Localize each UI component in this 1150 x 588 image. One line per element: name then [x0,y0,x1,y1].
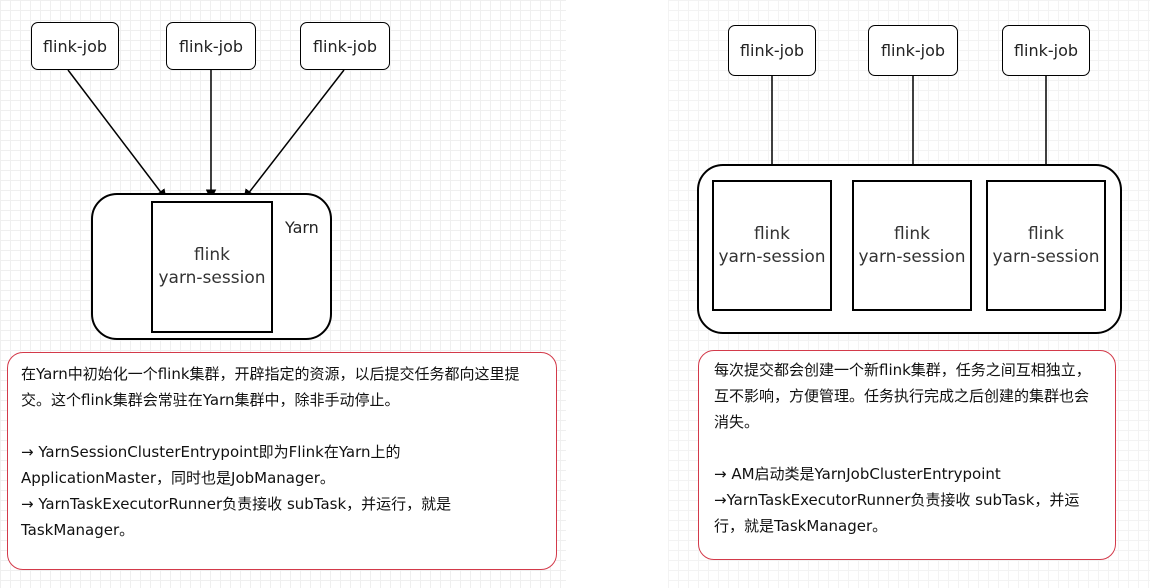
yarn-session-box: flink yarn-session [852,180,972,311]
session-line2: yarn-session [718,246,826,267]
flink-job-box: flink-job [868,25,958,76]
right-arrows [766,76,1052,182]
left-arrows [67,69,345,201]
flink-job-box: flink-job [166,22,256,70]
session-line1: flink [893,223,931,244]
flink-job-box: flink-job [300,22,390,70]
session-mode-panel: flink-job flink-job flink-job Yarn flink… [0,0,566,588]
note-line: → AM启动类是YarnJobClusterEntrypoint [714,465,1001,483]
yarn-session-box: flink yarn-session [712,180,832,311]
session-line2: yarn-session [992,246,1100,267]
yarn-session-box: flink yarn-session [986,180,1106,311]
yarn-label: Yarn [285,218,319,237]
session-line2: yarn-session [158,268,266,288]
note-paragraph: 每次提交都会创建一个新flink集群，任务之间互相独立，互不影响，方便管理。任务… [714,361,1091,431]
arrow-job1-to-session [67,69,167,200]
per-job-mode-note: 每次提交都会创建一个新flink集群，任务之间互相独立，互不影响，方便管理。任务… [698,350,1116,560]
note-line: →YarnTaskExecutorRunner负责接收 subTask，并运行，… [714,491,1080,535]
yarn-session-box: flink yarn-session [151,201,273,333]
arrow-job3-to-session [243,69,345,200]
note-line: → YarnTaskExecutorRunner负责接收 subTask，并运行… [21,495,452,539]
per-job-mode-panel: flink-job flink-job flink-job flink yarn… [668,0,1150,588]
session-line2: yarn-session [858,246,966,267]
flink-job-box: flink-job [31,22,119,70]
flink-job-box: flink-job [728,25,816,76]
session-mode-note: 在Yarn中初始化一个flink集群，开辟指定的资源，以后提交任务都向这里提交。… [7,352,557,570]
session-line1: flink [1027,223,1065,244]
flink-job-box: flink-job [1002,25,1090,76]
note-line: → YarnSessionClusterEntrypoint即为Flink在Ya… [21,443,401,487]
note-paragraph: 在Yarn中初始化一个flink集群，开辟指定的资源，以后提交任务都向这里提交。… [21,365,520,409]
session-line1: flink [193,245,231,265]
session-line1: flink [753,223,791,244]
